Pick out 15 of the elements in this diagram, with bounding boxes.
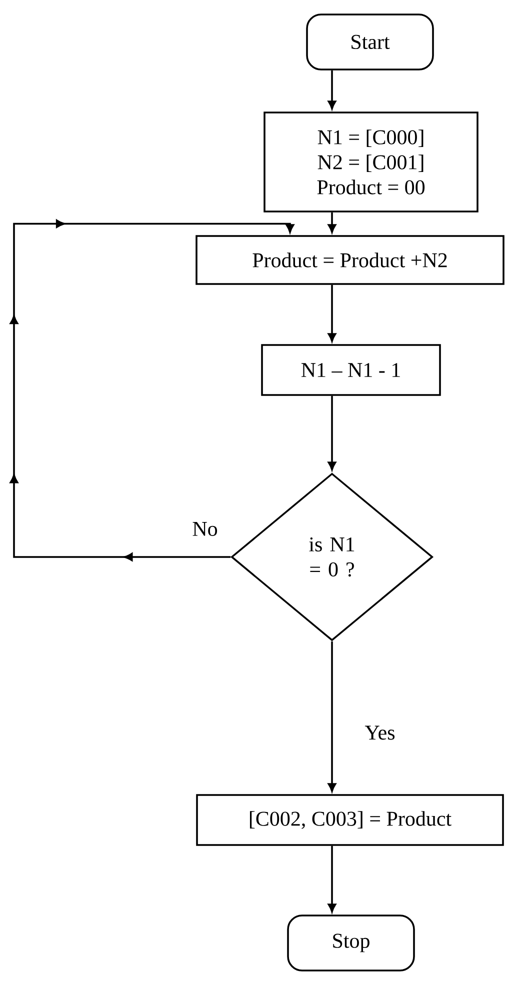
- edge-label: Yes: [364, 724, 396, 741]
- arrow: [328, 212, 336, 233]
- arrow: [328, 70, 336, 110]
- terminal-box: Start: [306, 14, 434, 70]
- process-box: N1 – N1 - 1: [261, 344, 441, 396]
- arrow: [328, 284, 336, 342]
- process-box: [C002, C003] = Product: [196, 794, 504, 846]
- edge-label: No: [191, 521, 219, 537]
- arrow: [328, 396, 336, 470]
- terminal-box: Stop: [287, 914, 415, 972]
- arrow: [328, 641, 336, 792]
- arrow: [10, 220, 294, 562]
- process-box: N1 = [C000] N2 = [C001] Product = 00: [264, 112, 478, 212]
- process-box: Product = Product +N2: [196, 235, 504, 285]
- arrow: [328, 846, 336, 912]
